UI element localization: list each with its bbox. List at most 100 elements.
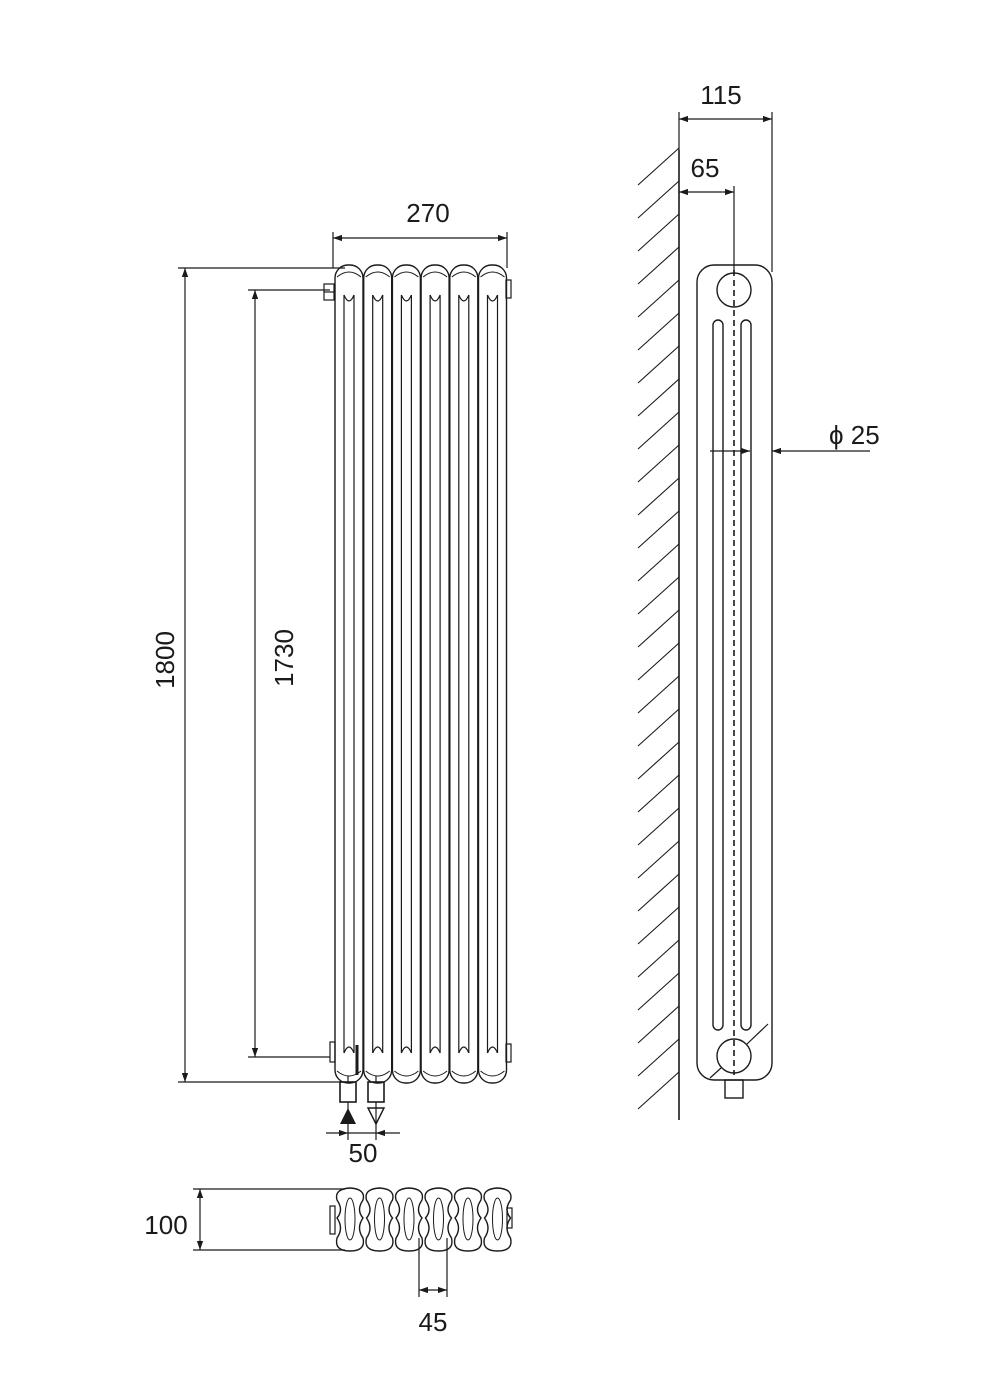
dimension-overall-depth: 115: [678, 80, 773, 272]
column-bottom-curve: [458, 1046, 470, 1054]
hatch-line: [637, 1071, 680, 1110]
column-bottom-curve: [343, 1046, 355, 1054]
column-outline: [363, 264, 393, 1084]
top-section: [365, 1187, 394, 1252]
section-inner: [492, 1197, 503, 1241]
end-plug-bottom-left: [329, 1041, 336, 1063]
hatch-line: [637, 378, 680, 417]
column-header-arc: [365, 1070, 391, 1077]
connection-stubs: [339, 1076, 385, 1103]
column-bottom-curve: [400, 1046, 412, 1054]
hatch-line: [637, 609, 680, 648]
hatch-line: [637, 939, 680, 978]
front-view: 270 1800 1730 50: [150, 198, 512, 1168]
column-outline: [420, 264, 450, 1084]
hatch-line: [637, 477, 680, 516]
hatch-line: [637, 774, 680, 813]
top-section: [335, 1187, 365, 1252]
column-top-curve: [458, 294, 470, 302]
radiator-column: [420, 264, 450, 1084]
hatch-line: [637, 642, 680, 681]
hatch-line: [637, 246, 680, 285]
section-outline: [365, 1187, 394, 1252]
column-top-curve: [486, 294, 499, 302]
column-header-arc: [451, 271, 477, 278]
hatch-line: [637, 708, 680, 747]
end-plug-bottom: [505, 1043, 512, 1063]
left-slot: [712, 319, 724, 1031]
section-outline: [424, 1187, 453, 1252]
dimension-connection-spacing: 50: [326, 1102, 400, 1168]
section-inner: [433, 1197, 444, 1241]
hatch-line: [637, 279, 680, 318]
hatch-line: [637, 576, 680, 615]
side-view: 115 65 ϕ 25: [637, 80, 880, 1120]
column-header-arc: [394, 271, 419, 278]
column-header-arc: [451, 1070, 477, 1077]
top-section: [424, 1187, 453, 1252]
column-bottom-curve: [486, 1046, 499, 1054]
dimension-connection-center-distance: 1730: [248, 289, 330, 1058]
hatch-line: [637, 972, 680, 1011]
column-outline: [334, 264, 364, 1084]
hatch-line: [637, 543, 680, 582]
hatch-line: [637, 147, 680, 186]
section-inner: [374, 1197, 385, 1241]
column-header-arc: [422, 1070, 448, 1077]
pointer-line: [746, 1023, 769, 1045]
column-top-curve: [343, 294, 355, 302]
column-outline: [449, 264, 479, 1084]
dim-label-connection-distance: 1730: [269, 629, 299, 687]
dimension-section-pitch: 45: [418, 1238, 448, 1337]
dimension-total-height: 1800: [150, 267, 345, 1083]
section-outline: [335, 1187, 365, 1252]
hatch-line: [637, 180, 680, 219]
dim-label-overall-depth: 115: [700, 80, 741, 110]
top-view-left-cap: [329, 1205, 336, 1235]
dim-label-wall-to-axis: 65: [691, 153, 720, 183]
hatch-line: [637, 675, 680, 714]
hatch-line: [637, 213, 680, 252]
radiator-column: [449, 264, 479, 1084]
hatch-line: [637, 444, 680, 483]
column-bottom-curve: [429, 1046, 441, 1054]
section-outline: [394, 1187, 424, 1252]
top-section: [394, 1187, 424, 1252]
section-outline: [453, 1187, 483, 1252]
top-view: 100 45: [144, 1187, 513, 1337]
hatch-line: [637, 807, 680, 846]
end-plug-top: [505, 279, 512, 299]
hatch-line: [637, 312, 680, 351]
radiator-column: [391, 264, 422, 1084]
section-outline: [483, 1187, 512, 1252]
column-top-curve: [400, 294, 412, 302]
dim-label-connection-spacing: 50: [349, 1138, 378, 1168]
dim-label-total-width: 270: [406, 198, 449, 228]
dim-label-section-pitch: 45: [419, 1307, 448, 1337]
dim-label-section-depth: 100: [144, 1210, 187, 1240]
hatch-line: [637, 906, 680, 945]
column-header-arc: [422, 271, 448, 278]
hatch-line: [637, 345, 680, 384]
dim-label-pipe-diameter: ϕ 25: [829, 420, 880, 450]
column-header-arc: [394, 1070, 419, 1077]
pointer-line: [709, 1067, 722, 1079]
dim-label-total-height: 1800: [150, 631, 180, 689]
column-header-arc: [336, 271, 362, 278]
column-top-curve: [372, 294, 384, 302]
radiator-column: [477, 264, 508, 1084]
dimension-total-width: 270: [332, 198, 508, 268]
column-header-arc: [480, 271, 505, 278]
column-header-arc: [480, 1070, 505, 1077]
radiator-columns: [334, 264, 508, 1084]
radiator-column: [363, 264, 393, 1084]
dimension-wall-to-axis: 65: [679, 153, 735, 272]
radiator-column: [334, 264, 364, 1084]
air-vent-plug: [323, 283, 335, 301]
hatch-line: [637, 1005, 680, 1044]
section-inner: [462, 1197, 474, 1241]
top-view-right-cap: [506, 1207, 513, 1229]
hatch-line: [637, 1038, 680, 1077]
column-outline: [391, 264, 422, 1084]
